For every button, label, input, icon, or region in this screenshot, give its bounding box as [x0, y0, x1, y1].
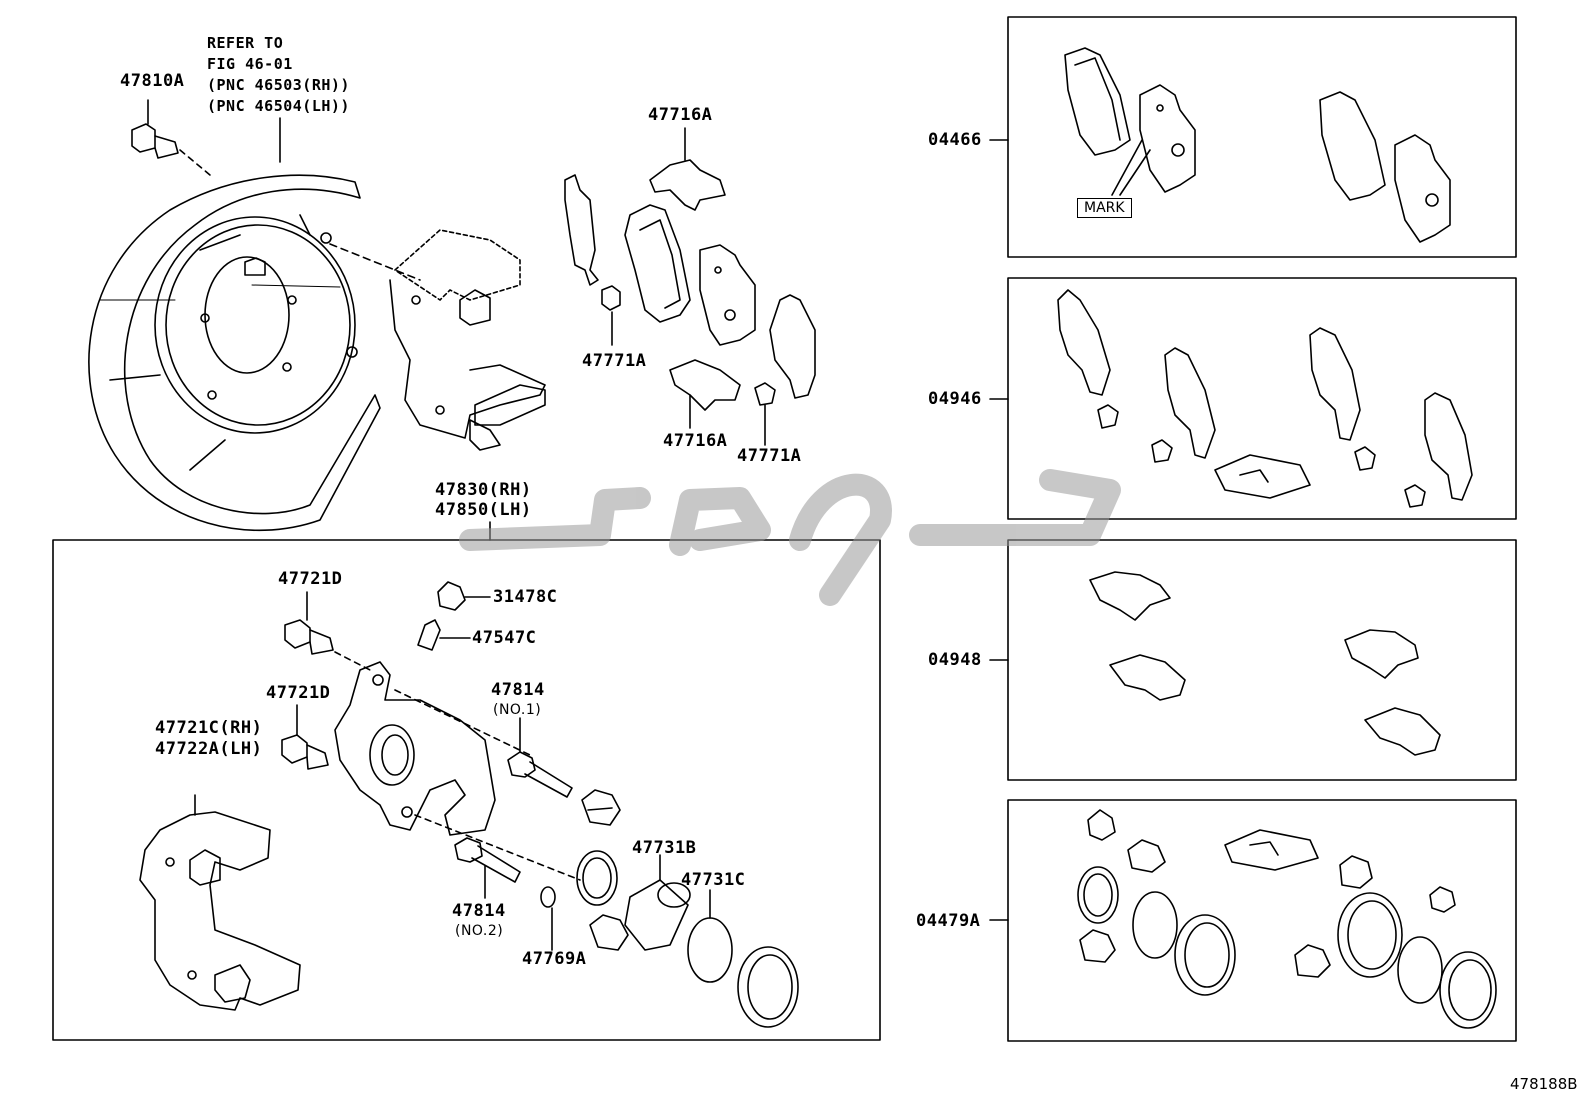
label-31478C: 31478C: [493, 587, 558, 607]
pad-clip-47716A-bottom: [669, 359, 741, 429]
brake-disc: [154, 216, 358, 434]
pad-shim-right: [769, 294, 816, 399]
refer-to-note: REFER TO FIG 46-01 (PNC 46503(RH)) (PNC …: [207, 34, 350, 115]
dust-boot-large: [737, 946, 799, 1028]
mark-callout: MARK: [1077, 198, 1132, 218]
bolt-47810A: [131, 99, 211, 176]
kit-04946-parts: [1057, 289, 1473, 508]
kit-04479A-parts: [1077, 809, 1497, 1029]
figure-reference: 478188B: [1510, 1075, 1578, 1093]
label-47814-no2-sub: (NO.2): [455, 923, 504, 939]
pad-shim-left: [564, 174, 599, 286]
dust-shield: [88, 174, 381, 532]
label-47731C: 47731C: [681, 870, 746, 890]
label-kit-04479A: 04479A: [916, 911, 981, 931]
seal-ring: [576, 850, 618, 906]
pad-clip-47716A-top: [649, 127, 726, 211]
caliper-assembly-box: [52, 539, 881, 1041]
slide-pin-47814-no2: [454, 837, 521, 899]
label-47814-no1: 47814: [491, 680, 545, 700]
label-47722A: 47722A(LH): [155, 739, 263, 759]
caliper-mount-lower: [139, 794, 301, 1011]
bleeder-cap-31478C: [437, 581, 491, 611]
bolt-47721D-top: [284, 591, 371, 671]
label-47814-no2: 47814: [452, 901, 506, 921]
label-47721C: 47721C(RH): [155, 718, 263, 738]
label-kit-04946: 04946: [928, 389, 982, 409]
label-kit-04466: 04466: [928, 130, 982, 150]
label-kit-04948: 04948: [928, 650, 982, 670]
caliper-cylinder: [334, 661, 581, 881]
boot-47731B-top: [581, 789, 621, 826]
kit-04948-parts: [1089, 571, 1441, 756]
label-47810A: 47810A: [120, 71, 185, 91]
piston-seal-47731C: [687, 889, 733, 983]
label-47850: 47850(LH): [435, 500, 532, 520]
boot-47731B-bottom: [589, 914, 629, 951]
anti-squeal-shim: [699, 244, 756, 346]
label-47830: 47830(RH): [435, 480, 532, 500]
label-47721D-top: 47721D: [278, 569, 343, 589]
watermark-logo: [459, 469, 1121, 606]
label-47716A-bottom: 47716A: [663, 431, 728, 451]
label-47771A-right: 47771A: [737, 446, 802, 466]
brake-pad-inner: [624, 204, 691, 323]
bleeder-plug-47547C: [417, 619, 471, 651]
label-47716A-top: 47716A: [648, 105, 713, 125]
label-47721D-mid: 47721D: [266, 683, 331, 703]
slide-pin-47814-no1: [507, 717, 573, 798]
pad-wear-indicator-47771A-right: [754, 382, 776, 446]
kit-04466-parts: [1064, 47, 1451, 243]
label-47814-no1-sub: (NO.1): [493, 702, 542, 718]
label-47547C: 47547C: [472, 628, 537, 648]
label-47769A: 47769A: [522, 949, 587, 969]
kit-box-04948: [1007, 539, 1517, 781]
label-47731B: 47731B: [632, 838, 697, 858]
label-47771A-left: 47771A: [582, 351, 647, 371]
kit-box-04479A: [1007, 799, 1517, 1042]
kit-box-04466: [1007, 16, 1517, 258]
bolt-47721D-mid: [281, 704, 329, 770]
caliper-mount-upper: [389, 229, 546, 451]
piston-47731B: [624, 854, 691, 951]
pad-wear-indicator-47771A-left: [601, 285, 621, 346]
bushing-47769A: [540, 886, 556, 951]
